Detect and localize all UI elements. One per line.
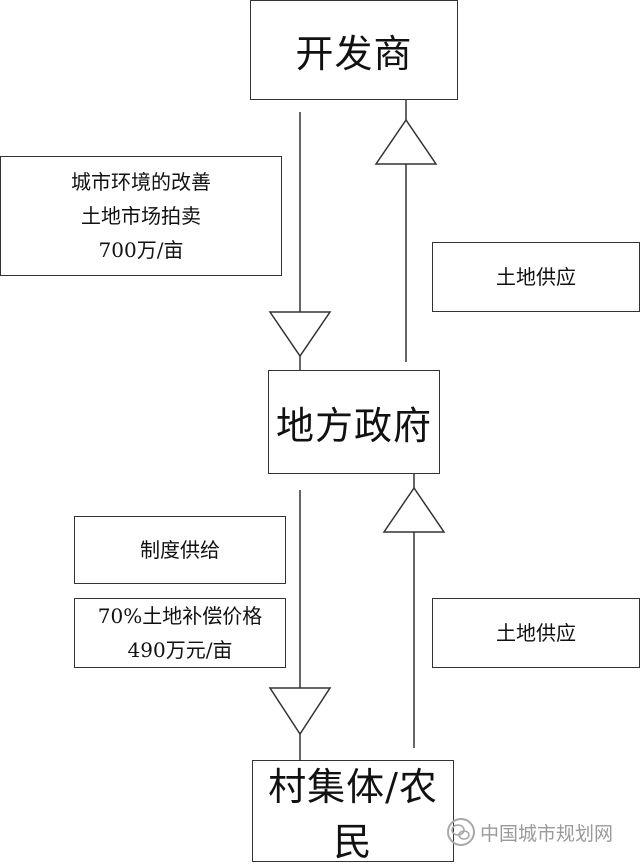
node-local-government: 地方政府 bbox=[268, 370, 440, 474]
node-village-collective: 村集体/农民 bbox=[252, 760, 454, 864]
label-land-supply-bottom-text: 土地供应 bbox=[496, 621, 576, 645]
node-local-government-label: 地方政府 bbox=[275, 403, 432, 448]
node-village-collective-label: 村集体/农民 bbox=[268, 765, 438, 864]
wechat-icon bbox=[447, 818, 475, 846]
arrowhead-up-village-to-gov bbox=[382, 486, 446, 533]
label-urban-improvement-line-2: 土地市场拍卖 bbox=[81, 204, 201, 228]
label-land-supply-bottom: 土地供应 bbox=[432, 598, 640, 668]
label-compensation-price-line-1: 70%土地补偿价格 bbox=[97, 604, 263, 628]
label-urban-improvement-line-1: 城市环境的改善 bbox=[71, 170, 211, 194]
label-compensation-price: 70%土地补偿价格 490万元/亩 bbox=[74, 598, 286, 668]
arrowhead-down-dev-to-gov bbox=[268, 311, 332, 358]
label-land-supply-top: 土地供应 bbox=[432, 242, 640, 312]
node-developer: 开发商 bbox=[250, 0, 458, 100]
label-urban-improvement-line-3: 700万/亩 bbox=[98, 238, 184, 262]
watermark: 中国城市规划网 bbox=[446, 812, 636, 852]
node-developer-label: 开发商 bbox=[295, 31, 413, 76]
label-institutional-supply-text: 制度供给 bbox=[140, 538, 220, 562]
arrowhead-up-gov-to-dev bbox=[374, 118, 438, 165]
watermark-text: 中国城市规划网 bbox=[480, 822, 614, 845]
label-compensation-price-line-2: 490万元/亩 bbox=[127, 638, 233, 662]
arrowhead-down-gov-to-village bbox=[268, 687, 332, 736]
label-land-supply-top-text: 土地供应 bbox=[496, 265, 576, 289]
label-institutional-supply: 制度供给 bbox=[74, 516, 286, 584]
label-urban-improvement: 城市环境的改善 土地市场拍卖 700万/亩 bbox=[0, 156, 282, 276]
